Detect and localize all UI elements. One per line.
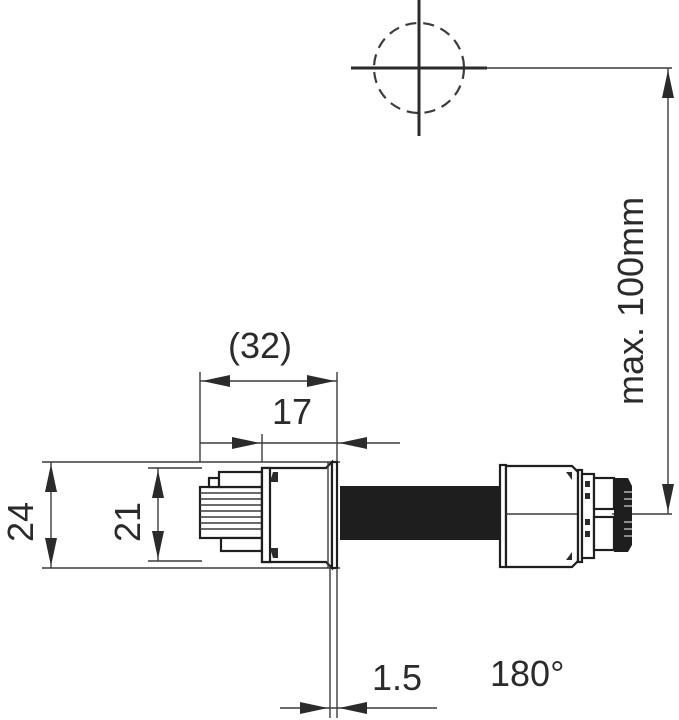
overall-length-dimension: (32): [199, 325, 338, 462]
body-length-dimension: 17: [200, 391, 400, 462]
overall-length-label: (32): [228, 325, 292, 366]
body-length-label: 17: [272, 391, 312, 432]
max-length-label: max. 100mm: [610, 197, 651, 405]
wall-thickness-label: 1.5: [372, 657, 422, 698]
outer-height-label: 24: [0, 502, 41, 542]
inner-height-dimension: 21: [107, 467, 202, 562]
cable: [340, 486, 502, 540]
inner-height-label: 21: [107, 502, 148, 542]
center-mark: [351, 0, 672, 136]
outer-height-dimension: 24: [0, 461, 340, 569]
angle-label: 180°: [490, 653, 564, 694]
left-connector: [198, 459, 339, 571]
right-connector: [498, 463, 632, 569]
max-length-dimension: max. 100mm: [610, 68, 674, 515]
wall-thickness-dimension: 1.5: [280, 568, 437, 718]
